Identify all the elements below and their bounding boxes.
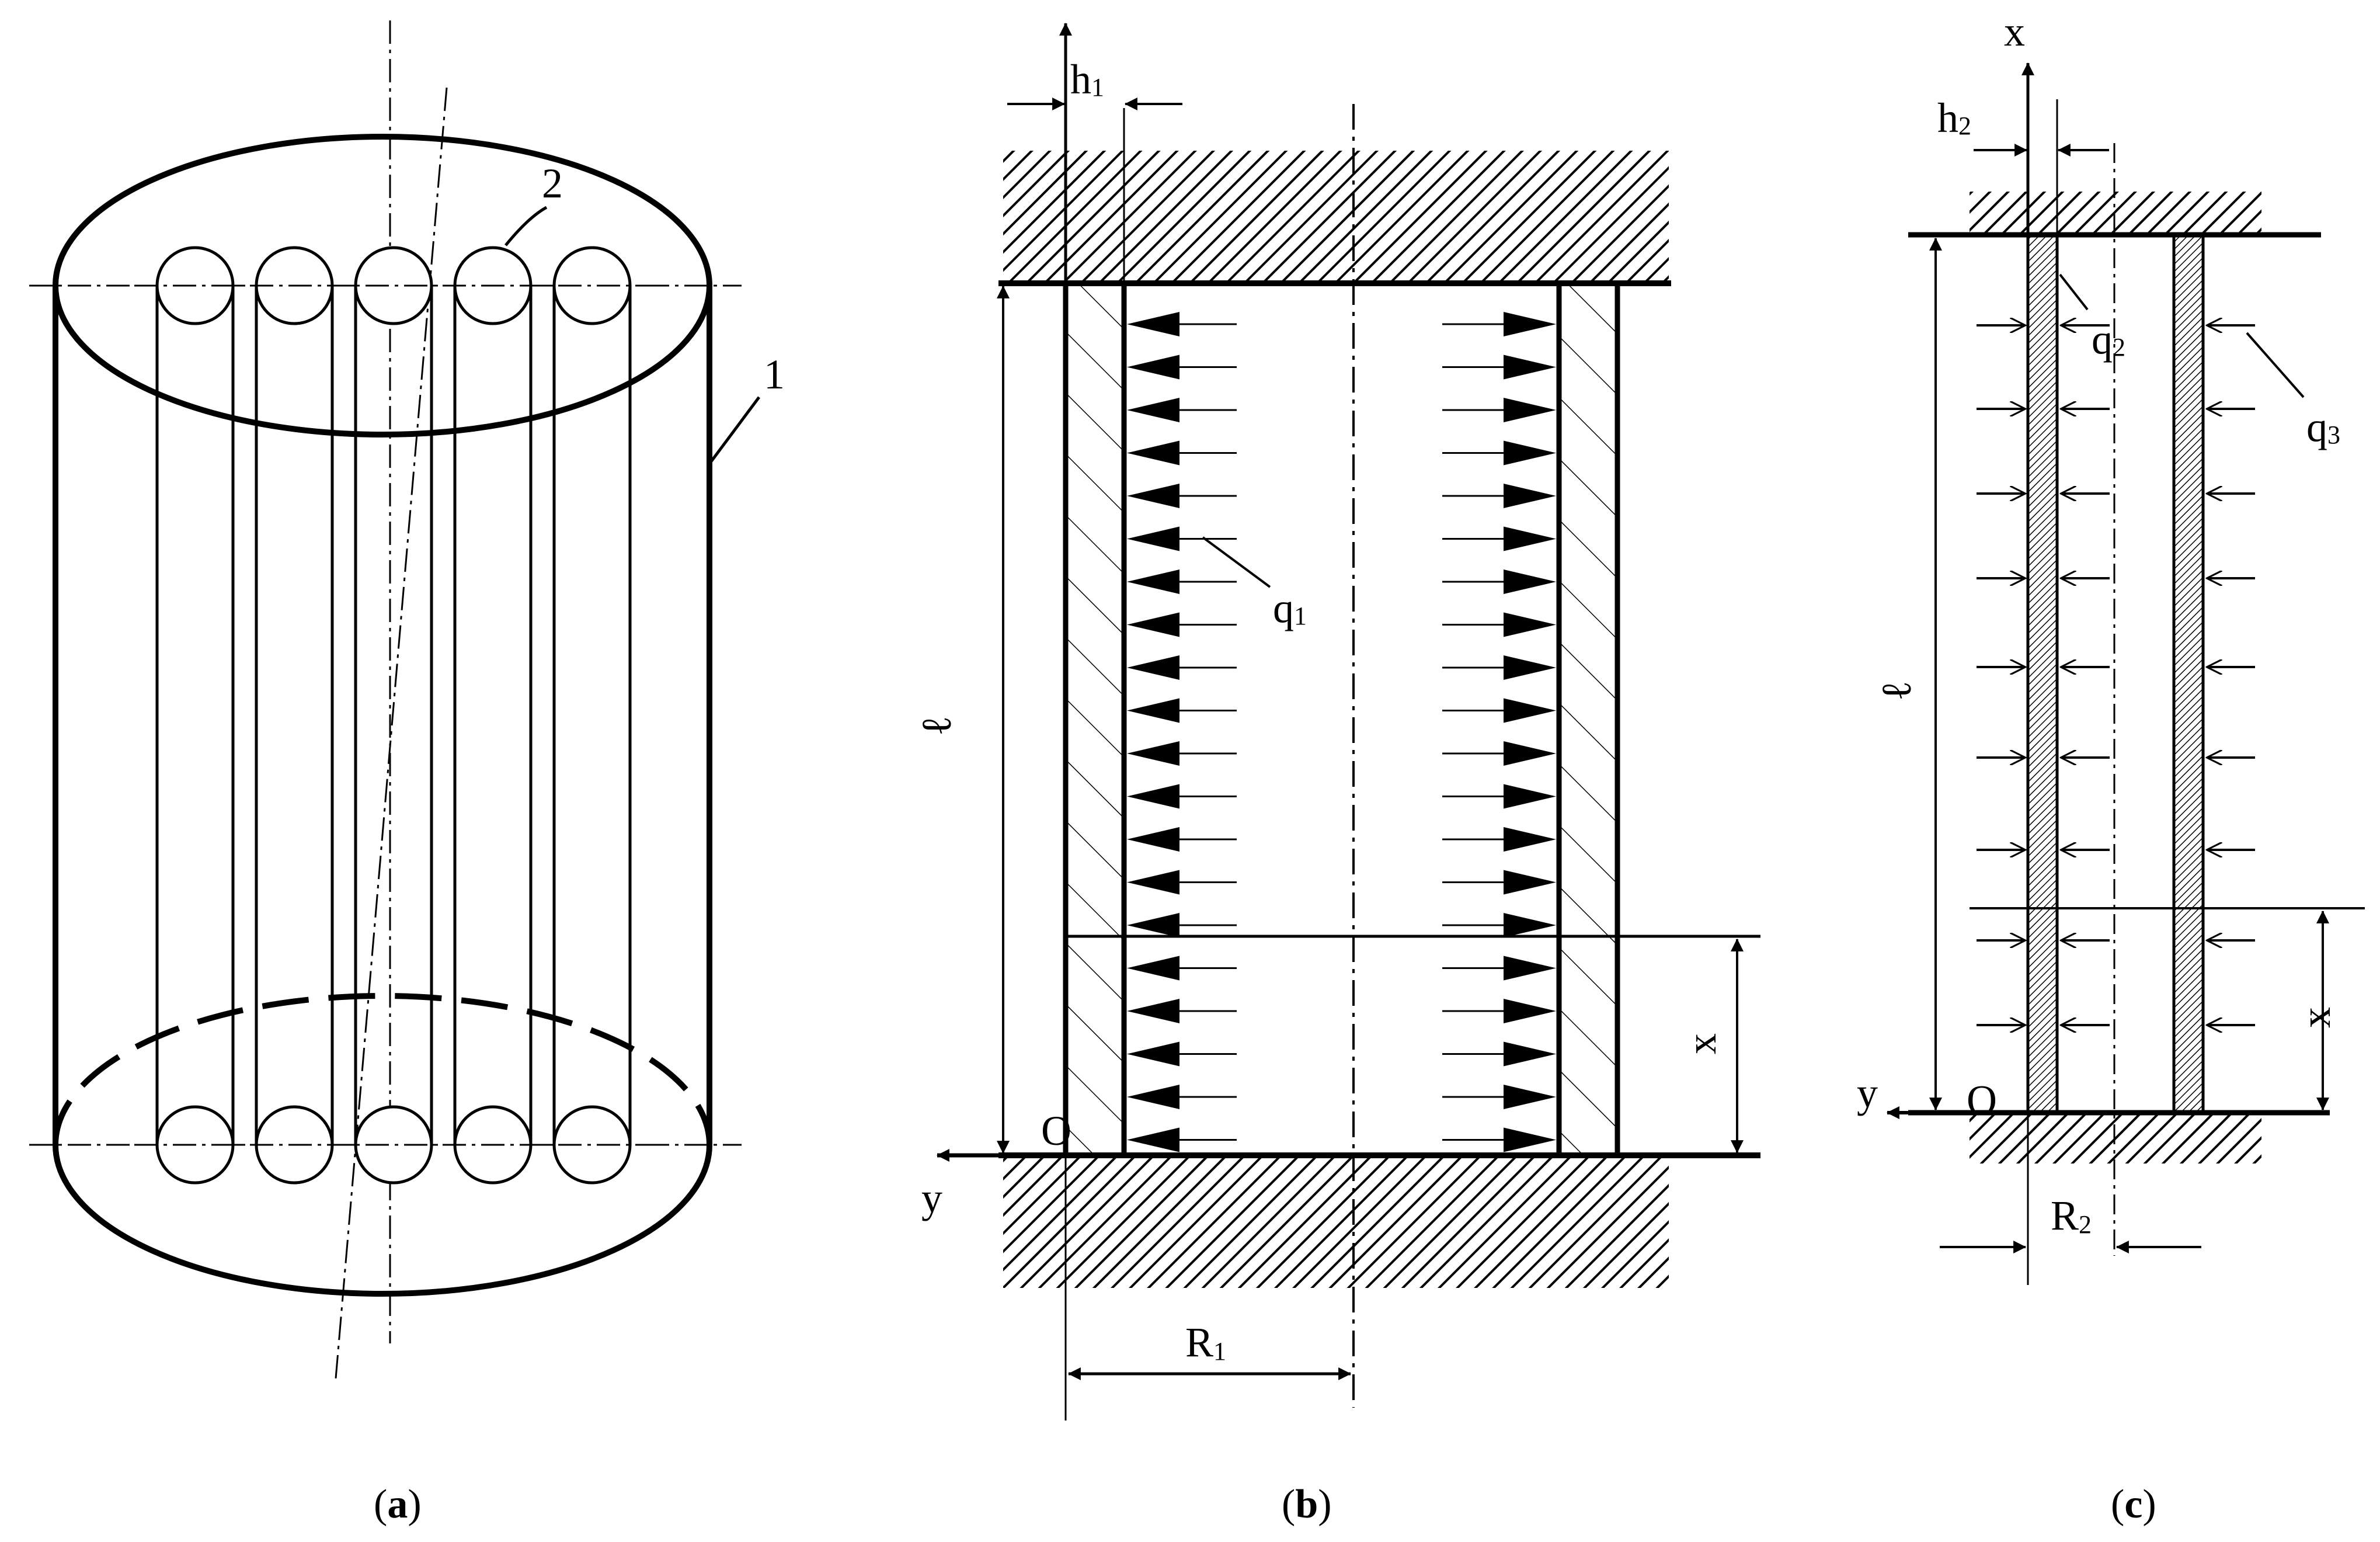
pressure-arrow-head bbox=[1504, 1085, 1556, 1109]
pressure-arrow-head bbox=[1127, 484, 1179, 508]
pressure-arrow-head bbox=[1127, 956, 1179, 981]
bottom-hatched-block bbox=[1970, 1113, 2261, 1164]
pressure-arrow-head bbox=[1504, 526, 1556, 551]
h2-label: h2 bbox=[1937, 95, 1971, 141]
pressure-arrow-head bbox=[1127, 398, 1179, 422]
pressure-arrow-head bbox=[1504, 698, 1556, 723]
label-1: 1 bbox=[764, 351, 785, 398]
top-hatched-block bbox=[1003, 151, 1669, 283]
left-wall bbox=[1066, 283, 1124, 1155]
pressure-arrow-head bbox=[1127, 999, 1179, 1023]
pressure-arrow-head bbox=[1127, 827, 1179, 852]
pressure-arrow-head bbox=[1127, 569, 1179, 594]
pressure-arrow-head bbox=[1504, 913, 1556, 937]
pressure-arrows-inner bbox=[2062, 325, 2110, 1025]
pressure-arrow-head bbox=[1127, 870, 1179, 895]
pressure-arrow-head bbox=[1127, 312, 1179, 336]
y-axis-label: y bbox=[921, 1175, 942, 1221]
q3-label: q3 bbox=[2306, 404, 2340, 450]
right-wall bbox=[1559, 283, 1617, 1155]
ell-label: ℓ bbox=[913, 716, 960, 737]
leader-line-2 bbox=[504, 206, 548, 246]
pressure-arrow-head bbox=[1127, 612, 1179, 637]
pressure-arrow-head bbox=[1504, 569, 1556, 594]
panel-b-section: y O h1 ℓ x R1 q1 (b) bbox=[913, 22, 1760, 1527]
origin-label: O bbox=[1041, 1107, 1071, 1154]
pressure-arrow-head bbox=[1127, 1041, 1179, 1067]
pressure-arrow-head bbox=[1504, 1041, 1556, 1067]
pressure-arrow-head bbox=[1127, 741, 1179, 766]
pressure-arrow-head bbox=[1127, 1127, 1179, 1152]
pressure-arrows-outer-left bbox=[1977, 325, 2024, 1025]
pressure-arrow-head bbox=[1127, 698, 1179, 723]
x-axis-label: x bbox=[2004, 8, 2025, 55]
pressure-arrow-head bbox=[1504, 741, 1556, 766]
caption-c: (c) bbox=[2111, 1482, 2156, 1527]
leader-line-1 bbox=[709, 396, 761, 463]
x-dim-label: x bbox=[1678, 1033, 1725, 1054]
pressure-arrow-head bbox=[1504, 440, 1556, 466]
pressure-arrow-head bbox=[1127, 440, 1179, 466]
top-hatched-block bbox=[1970, 192, 2261, 235]
left-thin-wall bbox=[2026, 233, 2059, 1114]
pressure-arrow-head bbox=[1504, 312, 1556, 336]
tube-1 bbox=[155, 246, 235, 1185]
cylinder-bottom-front-arc bbox=[53, 1144, 712, 1297]
pressure-arrows-left bbox=[1127, 312, 1237, 1152]
origin-label: O bbox=[1967, 1077, 1997, 1124]
pressure-arrow-head bbox=[1127, 913, 1179, 937]
pressure-arrow-head bbox=[1127, 355, 1179, 380]
pressure-arrow-head bbox=[1504, 484, 1556, 508]
pressure-arrow-head bbox=[1127, 526, 1179, 551]
pressure-arrows-right bbox=[1442, 312, 1556, 1152]
ell-label: ℓ bbox=[1873, 681, 1920, 701]
pressure-arrow-head bbox=[1127, 1085, 1179, 1109]
right-thin-wall bbox=[2172, 233, 2205, 1114]
pressure-arrow-head bbox=[1504, 1127, 1556, 1152]
q2-leader bbox=[2059, 273, 2089, 311]
pressure-arrow-head bbox=[1127, 655, 1179, 680]
pressure-arrows-outer-right bbox=[2208, 325, 2255, 1025]
pressure-arrow-head bbox=[1504, 827, 1556, 852]
h1-label: h1 bbox=[1070, 56, 1104, 103]
y-axis-label: y bbox=[1857, 1069, 1878, 1116]
pressure-arrow-head bbox=[1504, 956, 1556, 981]
pressure-arrow-head bbox=[1127, 784, 1179, 809]
q3-leader bbox=[2246, 332, 2305, 398]
pressure-arrow-head bbox=[1504, 784, 1556, 809]
q1-leader bbox=[1202, 536, 1271, 588]
pressure-arrow-head bbox=[1504, 355, 1556, 380]
caption-b: (b) bbox=[1282, 1482, 1332, 1527]
tube-4 bbox=[453, 246, 533, 1185]
x-dim-label: x bbox=[2292, 1007, 2339, 1028]
tube-2 bbox=[255, 246, 334, 1185]
panel-a-cylinder: 2 1 (a) bbox=[29, 20, 785, 1527]
tube-5 bbox=[552, 246, 632, 1185]
pressure-arrow-head bbox=[1504, 870, 1556, 895]
cylinder-bottom-hidden-arc bbox=[53, 993, 712, 1145]
q1-label: q1 bbox=[1273, 585, 1307, 631]
pressure-arrow-head bbox=[1504, 655, 1556, 680]
R1-label: R1 bbox=[1185, 1319, 1226, 1366]
pressure-arrow-head bbox=[1504, 999, 1556, 1023]
bottom-hatched-block bbox=[1003, 1155, 1669, 1288]
pressure-arrow-head bbox=[1504, 398, 1556, 422]
R2-label: R2 bbox=[2051, 1192, 2092, 1239]
tube-3 bbox=[354, 246, 433, 1185]
q2-label: q2 bbox=[2092, 316, 2125, 363]
pressure-arrow-head bbox=[1504, 612, 1556, 637]
panel-c-section: x y O h2 ℓ x R2 q2 q3 (c) bbox=[1857, 8, 2365, 1527]
label-2: 2 bbox=[542, 160, 563, 207]
caption-a: (a) bbox=[374, 1482, 422, 1527]
